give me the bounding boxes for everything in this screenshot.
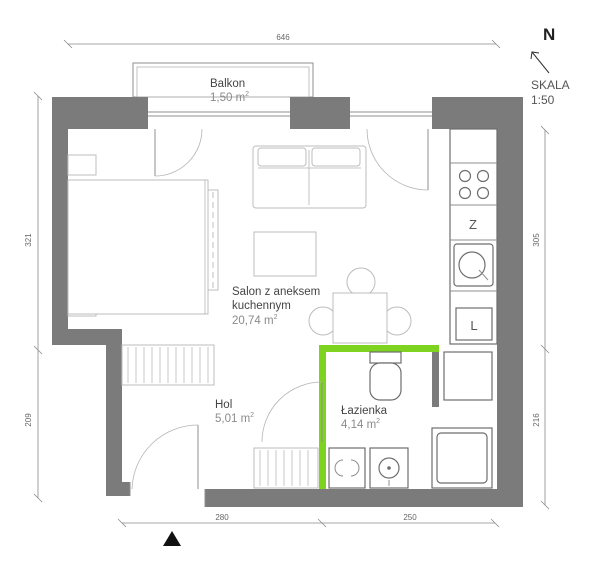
washer-label: L (470, 318, 477, 333)
dim-left-upper: 321 (24, 233, 33, 247)
washing-machine-icon (328, 447, 366, 489)
bathroom-cabinet (443, 351, 493, 401)
fridge-label: Z (469, 217, 477, 232)
openings (129, 111, 432, 507)
balcony (132, 62, 314, 98)
dim-bottom-left: 280 (215, 513, 229, 522)
toilet-icon (369, 351, 402, 401)
north-arrow-icon (531, 51, 550, 74)
balkon-area-value: 1,50 m (210, 92, 245, 104)
shoe-cabinet (253, 447, 319, 489)
salon-name-line2: kuchennym (232, 300, 291, 312)
lazienka-area: 4,14 m2 (341, 418, 380, 431)
entrance-arrow-icon (163, 531, 181, 546)
lazienka-name: Łazienka (341, 405, 388, 417)
label-salon: Salon z aneksem kuchennym 20,74 m2 (232, 286, 320, 327)
hol-area-value: 5,01 m (215, 413, 250, 425)
salon-area-sup: 2 (274, 314, 278, 321)
washbasin-icon (369, 447, 409, 489)
salon-area-value: 20,74 m (232, 315, 274, 327)
compass: N (530, 25, 555, 74)
cooktop-icon (458, 169, 490, 200)
label-lazienka: Łazienka 4,14 m2 (341, 405, 388, 431)
sofa (252, 145, 367, 209)
kitchen-sink-icon (453, 243, 494, 287)
dim-right-lower: 216 (532, 413, 541, 427)
dim-bottom-right: 250 (403, 513, 417, 522)
balkon-name: Balkon (210, 78, 245, 90)
walls (52, 97, 523, 507)
bed (67, 154, 219, 317)
label-balkon: Balkon 1,50 m2 (210, 78, 249, 104)
hall-wardrobe (121, 344, 215, 386)
doors (131, 128, 429, 490)
dimension-lines (33, 39, 550, 528)
hol-name: Hol (215, 399, 232, 411)
salon-name-line1: Salon z aneksem (232, 286, 320, 298)
scale-value: 1:50 (531, 93, 555, 107)
north-label: N (543, 25, 555, 44)
balkon-area-sup: 2 (245, 91, 249, 98)
dim-right-upper: 305 (532, 233, 541, 247)
dim-left-lower: 209 (24, 413, 33, 427)
coffee-table (253, 231, 317, 277)
shower-icon (431, 427, 493, 489)
salon-area: 20,74 m2 (232, 314, 278, 327)
label-hol: Hol 5,01 m2 (215, 399, 254, 425)
lazienka-area-value: 4,14 m (341, 419, 376, 431)
hol-area: 5,01 m2 (215, 412, 254, 425)
lazienka-area-sup: 2 (376, 418, 380, 425)
balkon-area: 1,50 m2 (210, 91, 249, 104)
hol-area-sup: 2 (250, 412, 254, 419)
dining-set (308, 267, 412, 344)
scale-label: SKALA (531, 78, 570, 92)
kitchen-counter (449, 128, 498, 345)
dim-top: 646 (276, 33, 290, 42)
